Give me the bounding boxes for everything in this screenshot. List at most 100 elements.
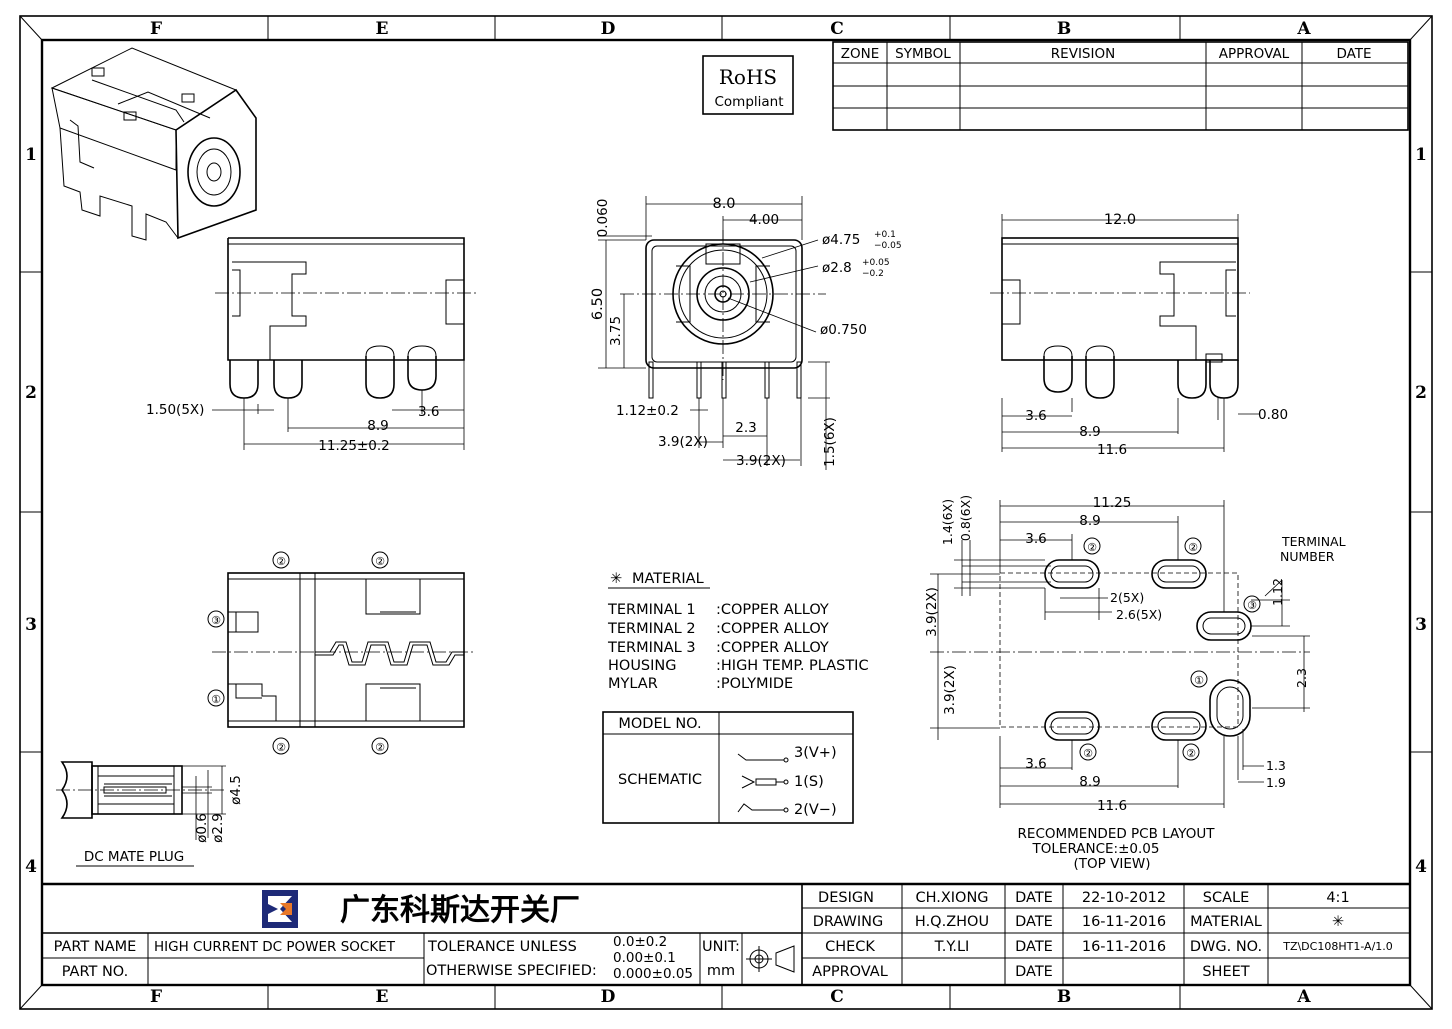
zone-row-1: 1 xyxy=(25,145,37,165)
zone-col-c: C xyxy=(830,19,844,39)
bottom-terminal-3: ③ xyxy=(211,614,221,627)
design-date-label: DATE xyxy=(1015,890,1053,906)
check-date: 16-11-2016 xyxy=(1082,939,1166,955)
bottom-terminal-2-d: ② xyxy=(375,741,385,754)
material-value-4: :HIGH TEMP. PLASTIC xyxy=(716,658,869,674)
rev-header-revision: REVISION xyxy=(1051,46,1115,62)
dim-outer-diameter: ø4.75 xyxy=(822,232,860,248)
zone-row-1-right: 1 xyxy=(1415,145,1427,165)
dim-left-3-6: 3.6 xyxy=(418,404,439,420)
material-part-4: HOUSING xyxy=(608,658,677,674)
rev-header-approval: APPROVAL xyxy=(1219,46,1290,62)
pcb-pad-1 xyxy=(1209,679,1251,737)
dim-front-width: 8.0 xyxy=(712,196,735,212)
side-view-right xyxy=(990,214,1260,452)
pcb-dim-2-5x: 2(5X) xyxy=(1110,590,1144,605)
pcb-dim-1-3: 1.3 xyxy=(1266,758,1286,773)
zone-col-f-bottom: F xyxy=(150,987,162,1007)
pcb-dim-8-9: 8.9 xyxy=(1079,513,1100,529)
pcb-pad-2-a xyxy=(1044,559,1100,589)
tolerance-3-place: 0.000±0.05 xyxy=(613,966,693,982)
material-part-2: TERMINAL 2 xyxy=(607,621,696,637)
bottom-terminal-1: ① xyxy=(211,693,221,706)
dim-right-11-6: 11.6 xyxy=(1097,442,1127,458)
dim-terminal-width: 1.12±0.2 xyxy=(616,403,679,419)
unit-value: mm xyxy=(707,963,735,979)
schematic-pin-3: 3(V+) xyxy=(794,745,837,761)
pcb-pad-label-1: ① xyxy=(1194,674,1204,687)
check-label: CHECK xyxy=(825,939,875,955)
pcb-note-title: RECOMMENDED PCB LAYOUT xyxy=(1018,826,1216,842)
material-value-2: :COPPER ALLOY xyxy=(716,621,829,637)
plug-dim-0-6: ø0.6 xyxy=(194,813,210,843)
design-date: 22-10-2012 xyxy=(1082,890,1166,906)
dim-front-height: 6.50 xyxy=(590,288,606,320)
rev-header-date: DATE xyxy=(1336,46,1371,62)
revision-table xyxy=(832,41,1409,131)
pcb-pad-label-2-c: ② xyxy=(1083,747,1093,760)
pcb-pad-3 xyxy=(1196,611,1252,641)
model-no-label: MODEL NO. xyxy=(618,716,701,732)
design-name: CH.XIONG xyxy=(915,890,988,906)
unit-label: UNIT: xyxy=(702,939,740,955)
schematic-pin-1: 1(S) xyxy=(794,774,824,790)
tolerance-2-place: 0.00±0.1 xyxy=(613,950,676,966)
zone-col-d-bottom: D xyxy=(601,987,616,1007)
scale-label: SCALE xyxy=(1203,890,1250,906)
part-no-label: PART NO. xyxy=(62,964,129,980)
material-label: MATERIAL xyxy=(1190,914,1262,930)
dim-inner-diameter: ø2.8 xyxy=(822,260,852,276)
material-part-3: TERMINAL 3 xyxy=(607,640,696,656)
rohs-title: RoHS xyxy=(719,65,777,89)
material-title: MATERIAL xyxy=(632,571,704,587)
pcb-dim-1-12: 1.12 xyxy=(1270,578,1285,606)
approval-label: APPROVAL xyxy=(812,964,888,980)
pcb-dim-3-6: 3.6 xyxy=(1025,531,1046,547)
dim-right-8-9: 8.9 xyxy=(1079,424,1100,440)
bottom-terminal-2-b: ② xyxy=(375,555,385,568)
dim-front-3-9-b: 3.9(2X) xyxy=(736,453,786,469)
drawing-label: DRAWING xyxy=(813,914,883,930)
sheet-label: SHEET xyxy=(1202,964,1249,980)
drawing-frame xyxy=(19,15,1433,1010)
dim-inner-tol-plus: +0.05 xyxy=(862,258,890,268)
dim-right-3-6: 3.6 xyxy=(1025,408,1046,424)
pcb-dim-11-25: 11.25 xyxy=(1093,495,1132,511)
projection-symbol xyxy=(746,945,795,973)
zone-col-b-bottom: B xyxy=(1057,987,1071,1007)
rohs-subtitle: Compliant xyxy=(714,94,783,110)
pcb-pad-label-3: ③ xyxy=(1247,599,1257,612)
drawing-date: 16-11-2016 xyxy=(1082,914,1166,930)
model-schematic-table: MODEL NO. SCHEMATIC 3(V+) 1(S) 2(V−) xyxy=(602,711,854,824)
schematic-label: SCHEMATIC xyxy=(618,772,702,788)
zone-row-3-right: 3 xyxy=(1415,615,1427,635)
plug-dim-4-5: ø4.5 xyxy=(228,775,244,805)
terminal-number-label-1: TERMINAL xyxy=(1281,534,1346,549)
plug-label: DC MATE PLUG xyxy=(84,849,184,865)
pcb-pad-label-2-b: ② xyxy=(1188,541,1198,554)
material-part-5: MYLAR xyxy=(608,676,658,692)
bottom-terminal-2-a: ② xyxy=(276,555,286,568)
dwg-no-label: DWG. NO. xyxy=(1190,939,1262,955)
pcb-pad-2-b xyxy=(1151,559,1207,589)
front-view xyxy=(598,196,830,470)
material-value-3: :COPPER ALLOY xyxy=(716,640,829,656)
dim-front-center-height: 3.75 xyxy=(608,316,624,346)
rev-header-symbol: SYMBOL xyxy=(895,46,951,62)
side-view-left xyxy=(212,237,476,450)
dim-front-half-width: 4.00 xyxy=(749,212,779,228)
company-name: 广东科斯达开关厂 xyxy=(340,893,580,928)
zone-row-4-right: 4 xyxy=(1415,857,1427,877)
zone-col-e: E xyxy=(376,19,389,39)
dwg-no-value: TZ\DC108HT1-A/1.0 xyxy=(1282,940,1393,953)
title-block xyxy=(42,882,1410,985)
schematic-symbol xyxy=(737,753,789,813)
dim-front-3-9-a: 3.9(2X) xyxy=(658,434,708,450)
dim-front-top-offset: 0.060 xyxy=(595,199,611,238)
pcb-dim-2-3: 2.3 xyxy=(1294,668,1309,688)
part-name-value: HIGH CURRENT DC POWER SOCKET xyxy=(154,939,396,955)
dim-outer-tol-plus: +0.1 xyxy=(874,230,896,240)
tolerance-line-2: OTHERWISE SPECIFIED: xyxy=(426,963,597,979)
pcb-pad-2-c xyxy=(1044,711,1100,741)
